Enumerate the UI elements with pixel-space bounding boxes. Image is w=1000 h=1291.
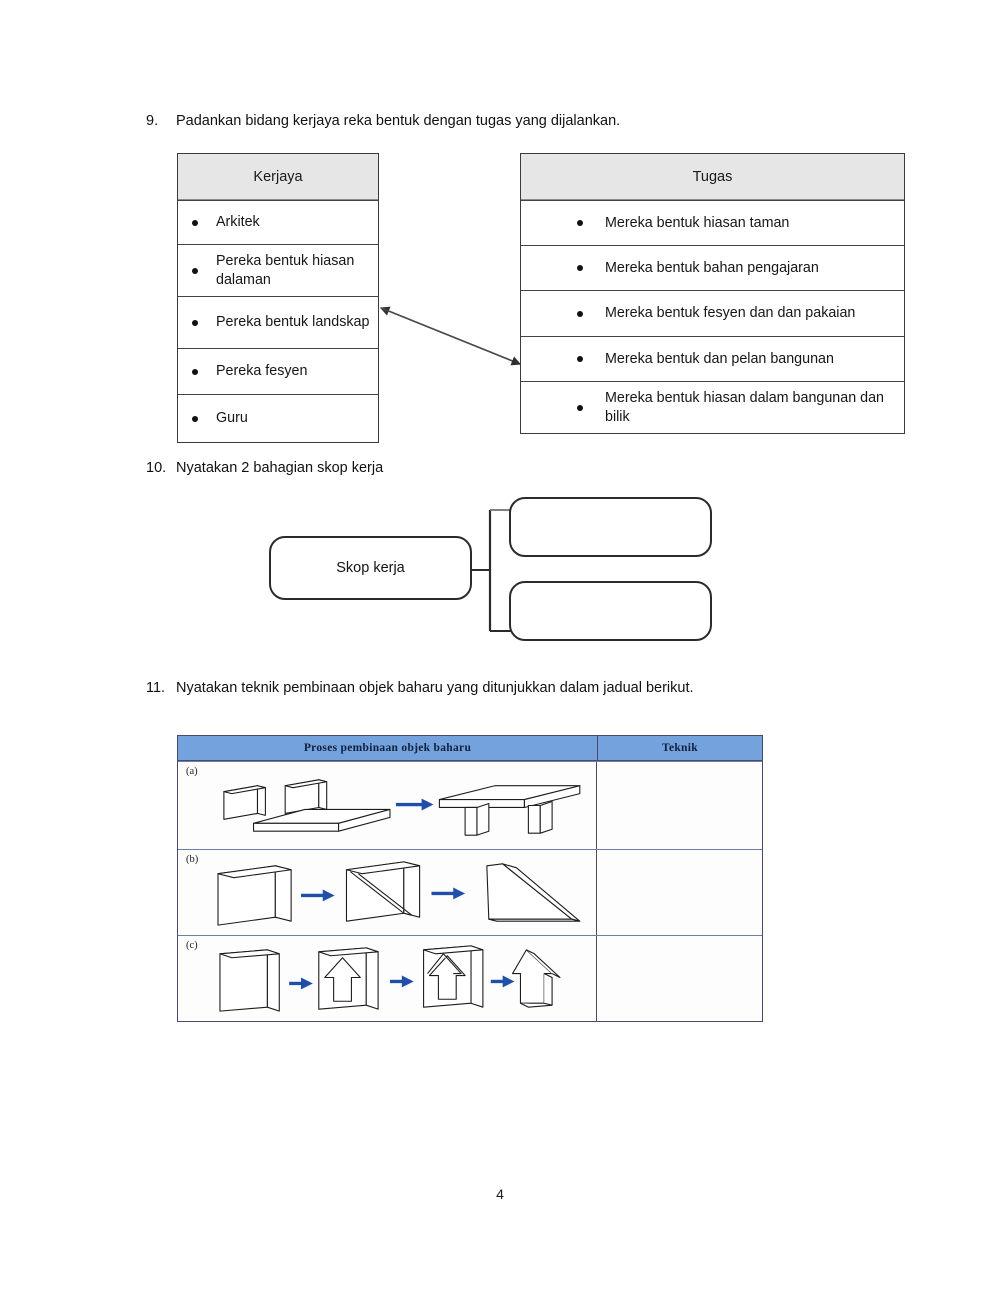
question-9-number: 9.	[146, 113, 159, 129]
cutout-diagram-icon	[219, 945, 561, 1012]
tugas-item-label: Mereka bentuk bahan pengajaran	[605, 259, 819, 276]
question-11-number: 11.	[146, 680, 166, 696]
row-tag-b: (b)	[186, 854, 199, 865]
cutting-diagram-icon	[217, 861, 581, 926]
bullet-icon	[577, 356, 583, 362]
question-10-text: Nyatakan 2 bahagian skop kerja	[176, 460, 384, 476]
bullet-icon	[192, 319, 198, 326]
table-row[interactable]: Mereka bentuk hiasan dalam bangunan dan …	[521, 381, 904, 433]
kerjaya-item-label: Pereka bentuk landskap	[216, 314, 370, 331]
process-figure-b: (b)	[178, 850, 597, 935]
teknik-table: Proses pembinaan objek baharu Teknik (a)	[177, 735, 763, 1022]
process-arrow-icon	[395, 798, 434, 811]
table-row[interactable]: Mereka bentuk bahan pengajaran	[521, 245, 904, 290]
table-row[interactable]: Mereka bentuk fesyen dan dan pakaian	[521, 290, 904, 336]
tugas-item-label: Mereka bentuk fesyen dan dan pakaian	[605, 305, 856, 322]
question-10-number: 10.	[146, 460, 167, 476]
skop-kerja-box: Skop kerja	[269, 536, 472, 600]
row-tag-a: (a)	[186, 766, 198, 777]
question-9-text: Padankan bidang kerjaya reka bentuk deng…	[176, 113, 621, 129]
table-row[interactable]: Pereka bentuk landskap	[178, 296, 378, 348]
table-row[interactable]: Arkitek	[178, 200, 378, 244]
table-row[interactable]: Mereka bentuk dan pelan bangunan	[521, 336, 904, 381]
teknik-table-header-row: Proses pembinaan objek baharu Teknik	[178, 736, 762, 761]
technique-column-header: Teknik	[662, 742, 698, 754]
table-row: (c)	[178, 935, 762, 1022]
process-column-header: Proses pembinaan objek baharu	[178, 736, 598, 760]
kerjaya-item-label: Arkitek	[216, 214, 260, 231]
process-figure-a: (a)	[178, 762, 597, 849]
kerjaya-item-label: Guru	[216, 410, 248, 427]
question-10-heading: 10. Nyatakan 2 bahagian skop kerja	[146, 459, 383, 479]
kerjaya-table: Kerjaya Arkitek Pereka bentuk hiasan dal…	[177, 153, 379, 443]
process-arrow-icon	[301, 889, 335, 902]
process-figure-c: (c)	[178, 936, 597, 1022]
row-tag-c: (c)	[186, 940, 198, 951]
skop-answer-box-1[interactable]	[509, 497, 712, 557]
assembly-diagram-icon	[223, 779, 581, 836]
page-number: 4	[496, 1186, 504, 1202]
bullet-icon	[577, 265, 583, 271]
skop-kerja-label: Skop kerja	[336, 560, 405, 576]
tugas-item-label: Mereka bentuk dan pelan bangunan	[605, 350, 834, 367]
matching-arrow-icon	[379, 306, 522, 366]
kerjaya-item-label: Pereka fesyen	[216, 363, 308, 380]
process-arrow-icon	[431, 887, 466, 900]
teknik-answer-cell-c[interactable]	[597, 936, 762, 1022]
bullet-icon	[192, 267, 198, 274]
bullet-icon	[577, 404, 583, 411]
bullet-icon	[577, 220, 583, 226]
tugas-item-label: Mereka bentuk hiasan dalam bangunan dan …	[605, 389, 884, 425]
table-row[interactable]: Pereka fesyen	[178, 348, 378, 394]
process-arrow-icon	[389, 975, 414, 988]
table-row[interactable]: Guru	[178, 394, 378, 442]
tugas-table-header: Tugas	[521, 154, 904, 200]
kerjaya-item-label: Pereka bentuk hiasan dalaman	[216, 252, 355, 288]
kerjaya-table-header: Kerjaya	[178, 154, 378, 200]
bullet-icon	[192, 415, 198, 422]
tugas-table: Tugas Mereka bentuk hiasan taman Mereka …	[520, 153, 905, 434]
tugas-item-label: Mereka bentuk hiasan taman	[605, 214, 790, 231]
table-row: (b)	[178, 849, 762, 935]
process-arrow-icon	[289, 977, 313, 990]
table-row[interactable]: Mereka bentuk hiasan taman	[521, 200, 904, 245]
question-9-heading: 9. Padankan bidang kerjaya reka bentuk d…	[146, 112, 620, 132]
teknik-answer-cell-a[interactable]	[597, 762, 762, 849]
bullet-icon	[577, 310, 583, 317]
bullet-icon	[192, 368, 198, 375]
table-row[interactable]: Pereka bentuk hiasan dalaman	[178, 244, 378, 296]
skop-answer-box-2[interactable]	[509, 581, 712, 641]
table-row: (a)	[178, 761, 762, 849]
process-arrow-icon	[490, 975, 515, 988]
question-11-text: Nyatakan teknik pembinaan objek baharu y…	[176, 680, 694, 696]
teknik-answer-cell-b[interactable]	[597, 850, 762, 935]
bullet-icon	[192, 219, 198, 226]
question-11-heading: 11. Nyatakan teknik pembinaan objek baha…	[146, 679, 694, 699]
